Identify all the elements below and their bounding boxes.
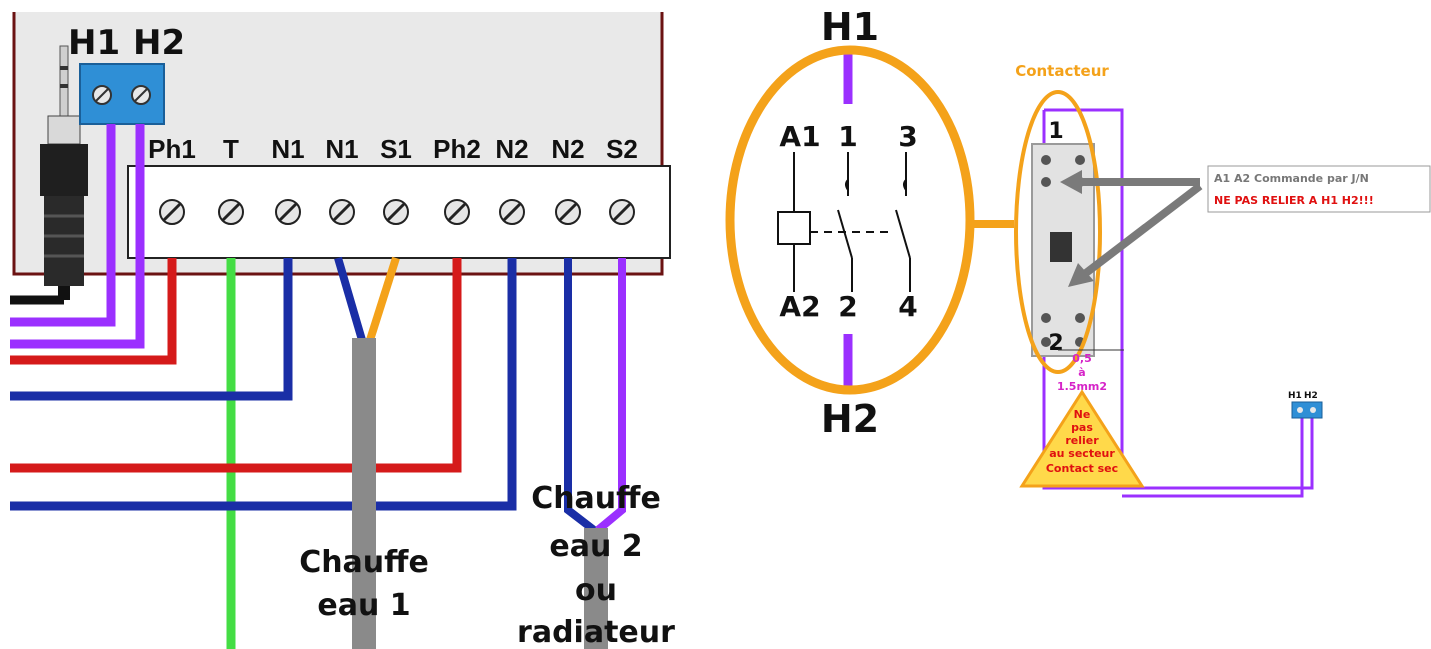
contact-switch-icon — [895, 209, 911, 259]
warning-line2: pas — [1071, 421, 1093, 434]
cable1-live — [366, 256, 400, 342]
contact-label-3: 3 — [898, 120, 917, 153]
terminal-label: S2 — [606, 134, 638, 164]
mini-label-h2: H2 — [1304, 391, 1318, 401]
contactor-pin-1: 1 — [1048, 119, 1063, 144]
zoom-label-h1: H1 — [821, 5, 879, 49]
terminal-label: Ph2 — [433, 134, 481, 164]
wire-size-line2: à — [1078, 366, 1085, 379]
warning-line4: au secteur — [1049, 447, 1115, 460]
cable2-label-line1: Chauffe — [531, 481, 661, 516]
wire-size-line3: 1.5mm2 — [1057, 380, 1107, 393]
callout-line1: A1 A2 Commande par J/N — [1214, 172, 1369, 185]
ph1-wire — [10, 258, 177, 365]
coil-label-a1: A1 — [779, 120, 820, 153]
terminal-label: Ph1 — [148, 134, 196, 164]
contactor-highlight — [1014, 90, 1102, 374]
warning-line1: Ne — [1074, 408, 1091, 421]
terminal-label: S1 — [380, 134, 412, 164]
callout-box — [1207, 165, 1431, 213]
contact-label-4: 4 — [898, 290, 917, 323]
contactor-symbol-zoom: H1 H2 A1 A2 1 2 3 4 — [725, 5, 1014, 441]
contact-switch-icon — [837, 209, 853, 259]
n2-wire — [10, 258, 517, 511]
wire-size-line1: 0,5 — [1072, 352, 1092, 365]
h1-wire — [10, 124, 116, 327]
terminal-label: N2 — [551, 134, 584, 164]
mini-label-h1: H1 — [1288, 391, 1302, 401]
warning-triangle-icon — [1019, 389, 1145, 488]
terminal-screws — [159, 199, 635, 225]
contactor-title: Contacteur — [1015, 62, 1109, 80]
contactor-panel: Contacteur 1 2 A1 A2 Commande par J/N NE… — [1014, 62, 1431, 498]
connector-label-h1: H1 — [68, 23, 120, 63]
terminal-label: T — [223, 134, 239, 164]
cable1-sheath — [352, 338, 376, 649]
terminal-label: N1 — [325, 134, 358, 164]
cable1-label-line2: eau 1 — [317, 588, 410, 623]
cable2-label-line2: eau 2 — [549, 529, 642, 564]
cable1-label-line1: Chauffe — [299, 545, 429, 580]
cable2-live — [595, 258, 626, 534]
warning-line5: Contact sec — [1046, 462, 1118, 475]
cable2-neutral — [564, 258, 597, 534]
n1-wire — [10, 258, 293, 401]
callout-line2: NE PAS RELIER A H1 H2!!! — [1214, 194, 1374, 207]
h2-wire — [10, 124, 145, 349]
cable2-label-line3: ou — [575, 573, 617, 608]
module-housing-outline — [12, 12, 664, 276]
cable2-label-line4: radiateur — [517, 615, 675, 649]
coil-label-a2: A2 — [779, 290, 820, 323]
contactor-pin-2: 2 — [1048, 331, 1063, 356]
connector-label-h2: H2 — [133, 23, 185, 63]
terminal-label: N1 — [271, 134, 304, 164]
cable2-sheath — [584, 528, 608, 649]
contact-label-2: 2 — [838, 290, 857, 323]
zoom-label-h2: H2 — [821, 397, 879, 441]
cable1-neutral — [334, 256, 366, 342]
terminal-label: N2 — [495, 134, 528, 164]
contact-label-1: 1 — [838, 120, 857, 153]
mini-h1-h2-block — [1291, 401, 1323, 419]
coil-icon — [777, 211, 811, 245]
terminal-labels: Ph1 T N1 N1 S1 Ph2 N2 N2 S2 — [148, 134, 638, 164]
jack-plug-icon — [40, 45, 88, 300]
warning-line3: relier — [1065, 434, 1099, 447]
ph2-wire — [10, 258, 462, 473]
